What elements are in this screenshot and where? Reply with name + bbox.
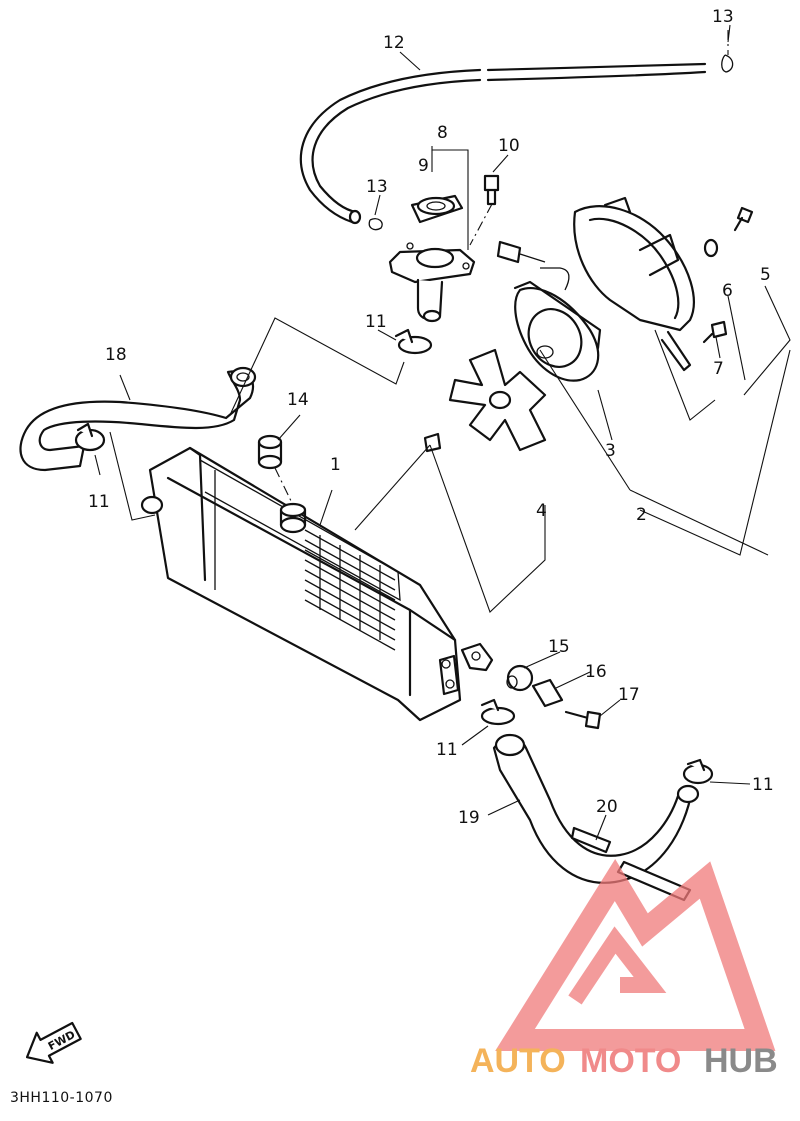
watermark-hub: HUB [704,1042,778,1080]
clip-13-left [368,218,383,231]
part-labels: 12 13 13 8 9 10 5 6 7 11 18 14 3 1 11 4 … [88,7,774,828]
bolt-5 [733,206,754,232]
hose-clamp-right [682,758,714,785]
collar-16 [531,678,564,708]
label-4: 4 [536,501,547,521]
label-18: 18 [105,345,127,365]
fan-shroud [573,196,695,372]
label-1: 1 [330,455,341,475]
fan-blade [448,348,547,452]
nut-6 [703,238,719,258]
label-6: 6 [722,281,733,301]
watermark-logo-icon [495,858,776,1051]
upper-hose [19,366,257,472]
label-16: 16 [585,662,607,682]
clip-13-top [721,30,734,73]
label-13-left: 13 [366,177,388,197]
drawing-code: 3HH110-1070 [10,1090,113,1106]
lower-hose [492,733,700,884]
label-15: 15 [548,637,570,657]
label-12: 12 [383,33,405,53]
label-5: 5 [760,265,771,285]
watermark-text: AUTO MOTO HUB [470,1042,778,1080]
hose-clamp-lower [480,698,516,726]
label-2: 2 [636,505,647,525]
fwd-arrow-icon: FWD [25,1021,82,1064]
label-19: 19 [458,808,480,828]
label-11-lower: 11 [436,740,458,760]
overflow-hose [299,62,707,225]
hose-clamp-upper [394,328,433,355]
label-11-left: 11 [88,492,110,512]
fan-motor [513,267,602,382]
label-17: 17 [618,685,640,705]
watermark-auto: AUTO [470,1042,566,1080]
bolt-7 [702,320,728,344]
label-11-upper: 11 [365,312,387,332]
label-11-right: 11 [752,775,774,795]
grommet-15 [506,664,534,692]
radiator-cap [410,194,464,224]
drain-plug-14 [257,434,294,506]
fan-connector [496,240,546,264]
label-10: 10 [498,136,520,156]
label-3: 3 [605,441,616,461]
label-7: 7 [713,359,724,379]
bolt-10 [469,174,500,246]
filler-neck [388,242,476,323]
label-9: 9 [418,156,429,176]
watermark-moto: MOTO [580,1042,681,1080]
leader-lines [94,24,791,841]
label-14: 14 [287,390,309,410]
radiator [140,446,494,722]
label-20: 20 [596,797,618,817]
bolt-17 [564,710,602,730]
hose-clamp-left [74,422,106,452]
label-13-top: 13 [712,7,734,27]
label-8: 8 [437,123,448,143]
